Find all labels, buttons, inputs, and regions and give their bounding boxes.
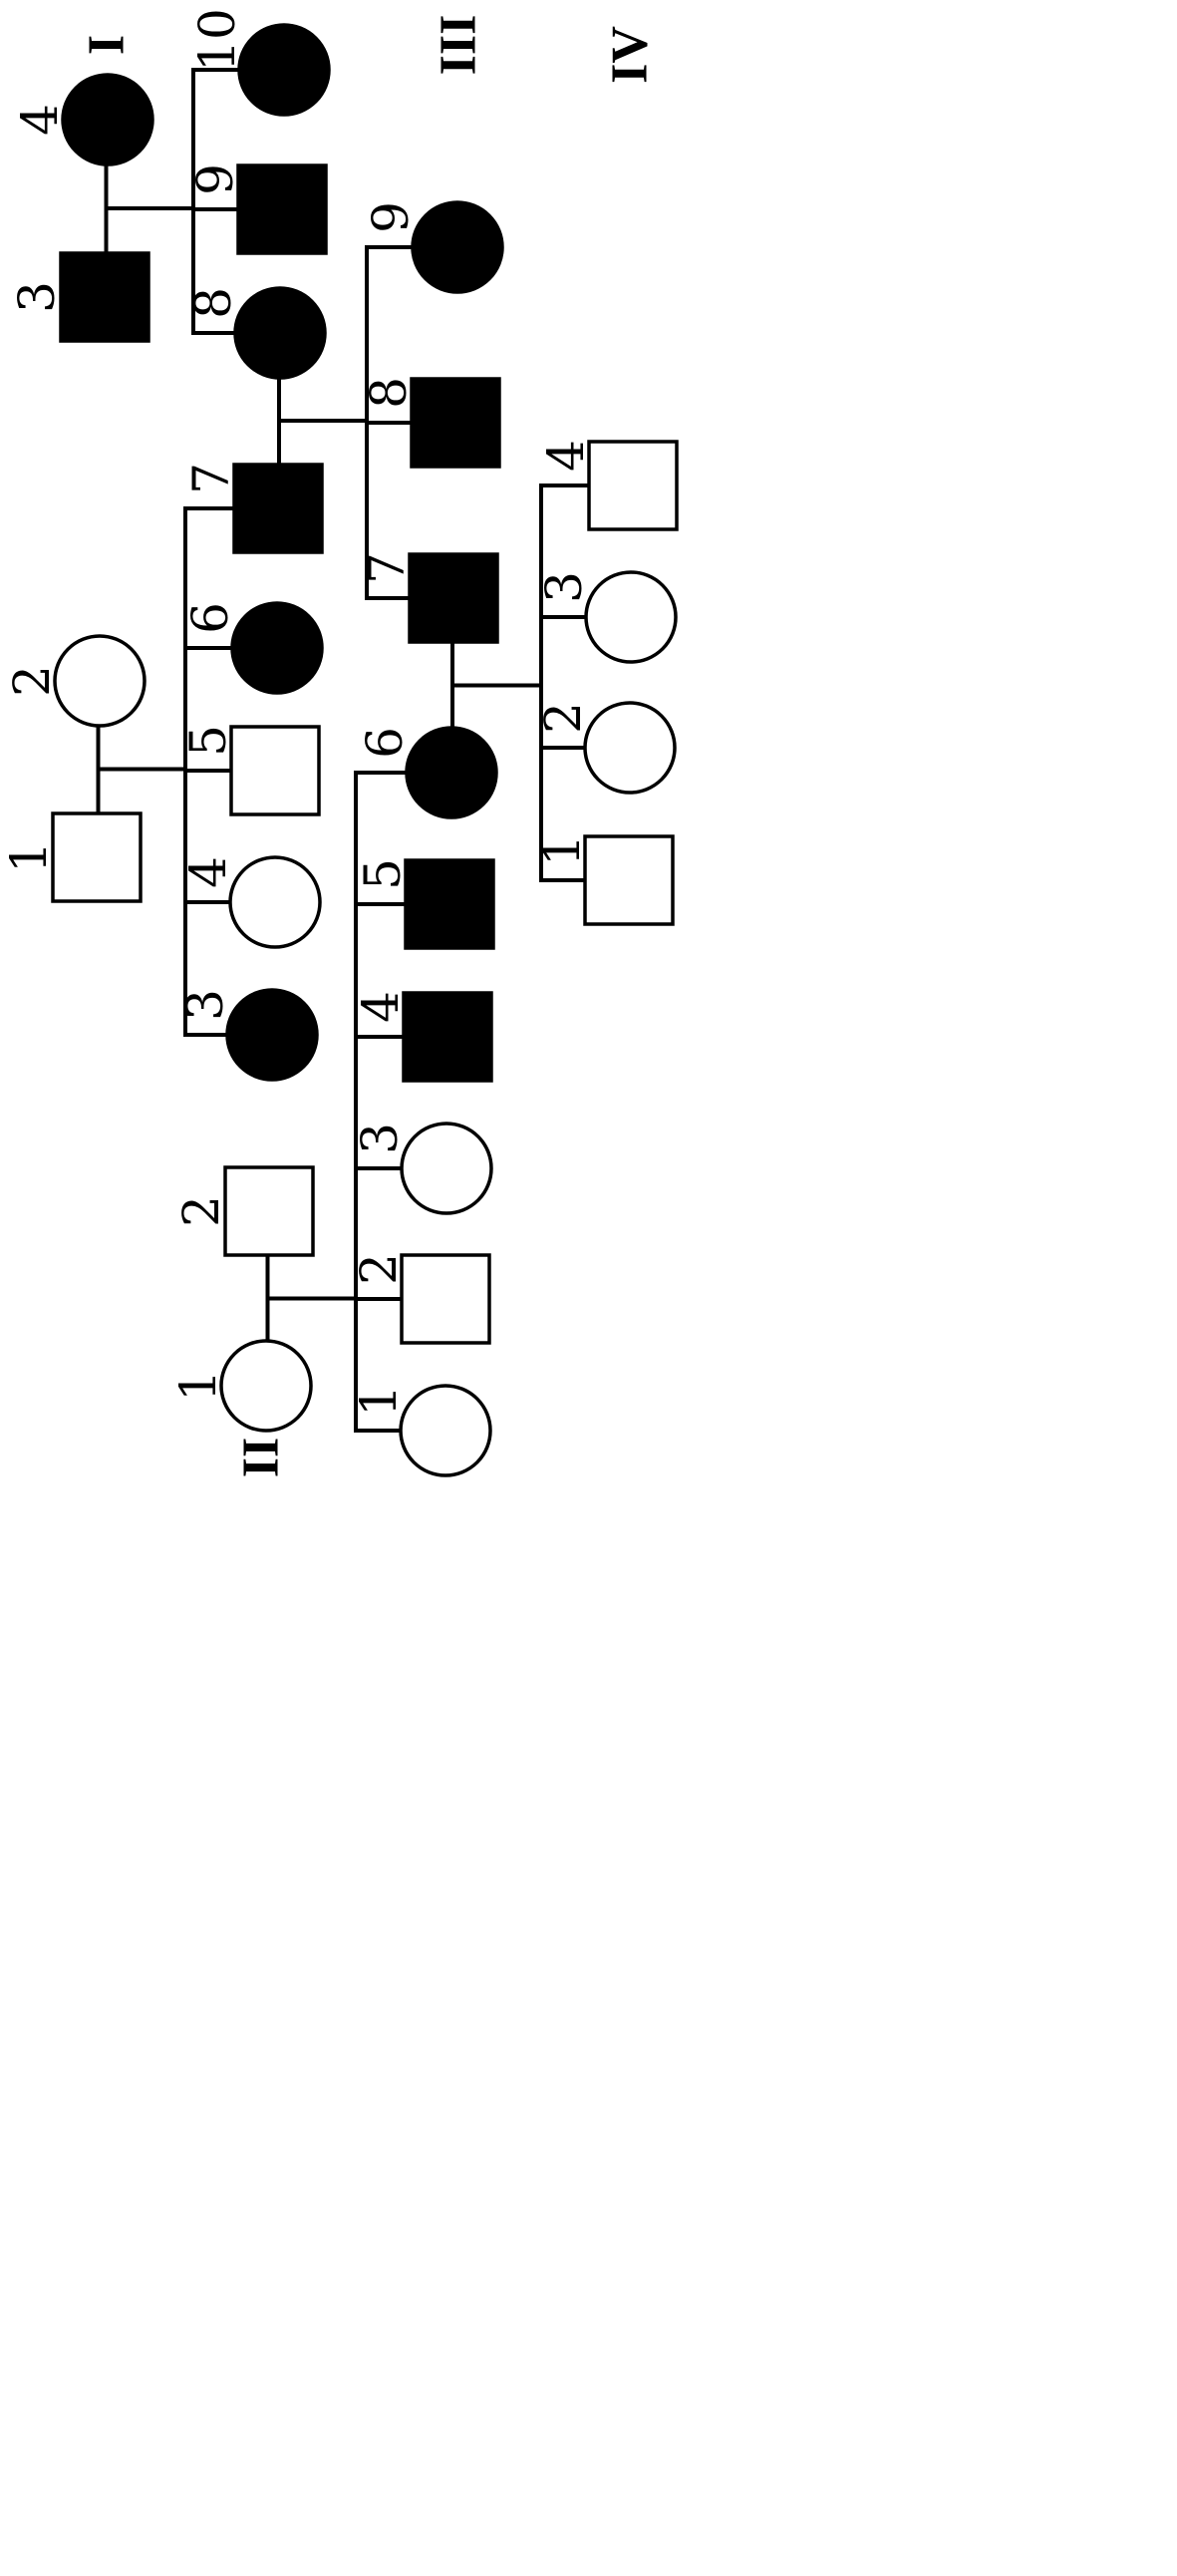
individual-number-iii-6: 6 (356, 727, 414, 759)
affected-male-ii-9 (236, 163, 328, 255)
individual-number-ii-2: 2 (172, 1195, 230, 1227)
unaffected-female-ii-1 (219, 1339, 313, 1433)
individual-number-ii-10: 10 (188, 8, 246, 72)
unaffected-male-iv-4 (587, 440, 679, 531)
affected-female-ii-10 (237, 23, 331, 117)
affected-female-ii-8 (233, 286, 327, 380)
affected-male-i-3 (59, 251, 150, 343)
unaffected-female-iii-1 (399, 1384, 492, 1477)
individual-number-iii-1: 1 (350, 1385, 408, 1417)
unaffected-female-iv-2 (583, 701, 677, 795)
individual-number-ii-5: 5 (179, 725, 237, 757)
individual-number-i-3: 3 (8, 281, 66, 313)
unaffected-male-i-1 (51, 811, 143, 903)
affected-female-i-4 (61, 73, 154, 166)
individual-number-ii-7: 7 (182, 463, 240, 494)
individual-number-ii-8: 8 (184, 287, 242, 319)
individual-number-ii-6: 6 (181, 602, 239, 634)
individual-number-iii-3: 3 (351, 1123, 409, 1154)
individual-number-iv-3: 3 (535, 571, 593, 603)
individual-number-iv-1: 1 (533, 834, 591, 866)
affected-female-ii-3 (225, 988, 319, 1082)
unaffected-female-ii-4 (228, 855, 322, 949)
unaffected-female-iii-3 (400, 1122, 493, 1215)
unaffected-male-iii-2 (400, 1253, 491, 1345)
affected-male-iii-7 (408, 552, 499, 644)
affected-female-iii-9 (411, 200, 504, 294)
individual-number-iii-2: 2 (350, 1253, 408, 1285)
unaffected-female-i-2 (53, 634, 147, 728)
individual-number-ii-9: 9 (186, 163, 244, 195)
individual-number-iii-8: 8 (360, 377, 418, 409)
unaffected-female-iv-3 (584, 570, 678, 664)
generation-label-i: I (79, 35, 136, 55)
individual-number-iii-9: 9 (362, 201, 420, 233)
individual-number-i-1: 1 (0, 841, 58, 873)
individual-number-ii-4: 4 (179, 856, 237, 888)
affected-male-ii-7 (232, 463, 324, 554)
unaffected-male-ii-5 (229, 725, 321, 816)
unaffected-male-iv-1 (583, 834, 675, 926)
individual-number-iii-5: 5 (354, 858, 412, 890)
generation-label-iv: IV (602, 26, 659, 84)
individual-number-ii-3: 3 (176, 989, 234, 1021)
affected-male-iii-4 (402, 991, 493, 1083)
individual-number-iii-4: 4 (352, 991, 410, 1023)
individual-number-i-4: 4 (11, 104, 69, 136)
pedigree-lines (96, 68, 590, 1433)
individual-number-iv-2: 2 (534, 702, 592, 734)
affected-male-iii-8 (410, 377, 501, 469)
unaffected-male-ii-2 (223, 1165, 315, 1257)
individual-number-i-2: 2 (3, 665, 61, 697)
generation-label-ii: II (233, 1438, 290, 1477)
affected-female-ii-6 (230, 601, 324, 695)
pedigree-symbols (51, 23, 679, 1477)
affected-female-iii-6 (405, 726, 498, 819)
individual-number-iv-4: 4 (537, 440, 595, 472)
affected-male-iii-5 (404, 858, 495, 950)
individual-number-ii-1: 1 (169, 1370, 227, 1402)
individual-number-iii-7: 7 (358, 552, 416, 584)
generation-label-iii: III (431, 15, 487, 76)
